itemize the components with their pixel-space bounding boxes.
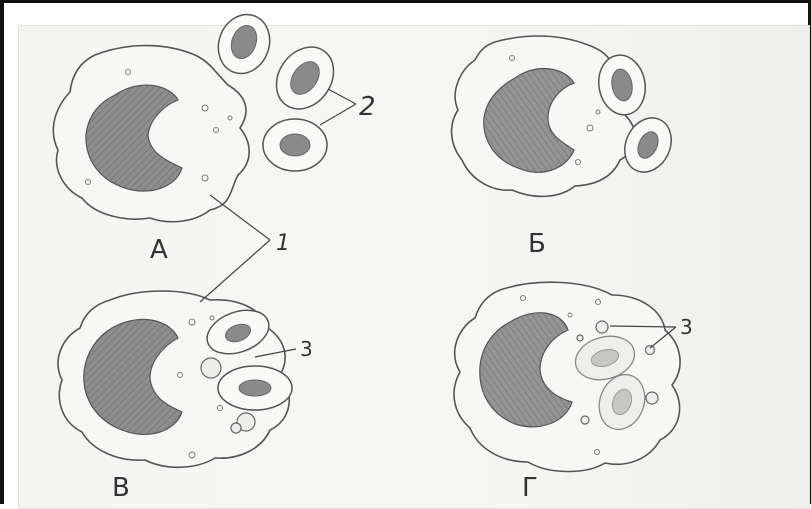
callout-1: 1 <box>276 231 290 256</box>
cell-a-body <box>53 46 249 222</box>
panel-b: Б <box>452 36 680 259</box>
panel-g-label: Г <box>522 473 538 503</box>
panel-g: Г <box>454 282 680 503</box>
panel-a-label: А <box>150 235 168 265</box>
panel-v: В <box>58 291 292 503</box>
panel-b-label: Б <box>528 229 546 259</box>
callout-2: 2 <box>359 92 376 122</box>
callout-3-left: 3 <box>300 337 313 361</box>
panel-a: А <box>53 7 345 265</box>
callout-3-right: 3 <box>680 315 693 339</box>
panel-v-label: В <box>112 473 130 503</box>
